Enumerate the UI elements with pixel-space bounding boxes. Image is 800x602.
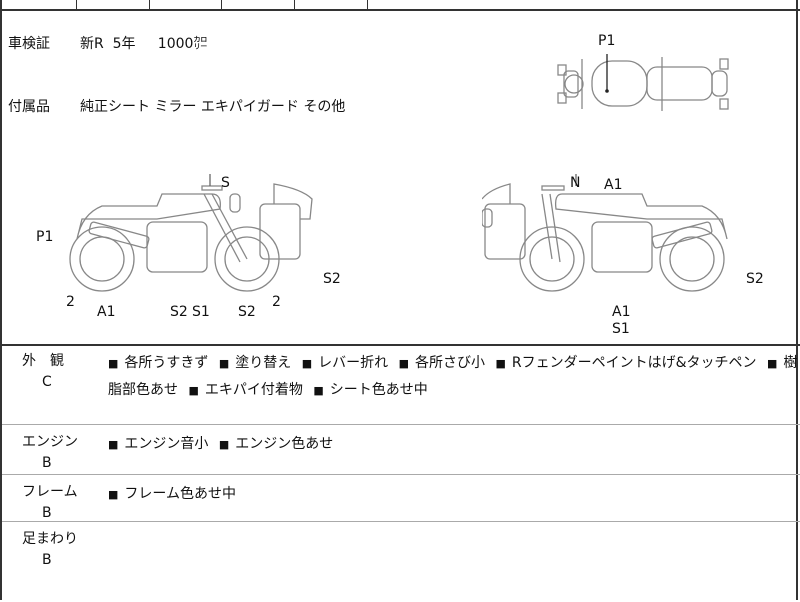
condition-note: 塗り替え [235, 355, 292, 371]
bike-top-view [557, 54, 729, 111]
inspection-value: 新R 5年 1000㌍ [80, 36, 208, 52]
condition-note: エンジン色あせ [235, 436, 334, 452]
condition-note: 各所うすきず [124, 355, 209, 371]
condition-note: 各所さび小 [414, 355, 485, 371]
diagram-section: 車検証 新R 5年 1000㌍ 付属品 純正シート ミラー エキパイガード その… [2, 9, 800, 346]
bullet-icon: ■ [188, 384, 199, 397]
bullet-icon: ■ [301, 357, 313, 370]
bullet-icon: ■ [108, 438, 119, 451]
section-suspension: 足まわり B [2, 522, 800, 602]
header-row-cut [2, 0, 800, 11]
section-frame: フレーム B ■ フレーム色あせ中 [2, 475, 800, 522]
label-2-front: 2 [272, 294, 281, 310]
condition-note: 樹脂部色あせ [108, 355, 798, 398]
label-2-rear: 2 [66, 294, 75, 310]
label-a1-tank: A1 [604, 177, 623, 193]
section-notes: ■ エンジン音小 ■ エンジン色あせ [108, 431, 798, 458]
section-notes: ■ 各所うすきず ■ 塗り替え ■ レバー折れ ■ 各所さび小 ■ Rフェンダーペイントは… [108, 350, 798, 404]
section-category: 足まわり [22, 531, 78, 547]
section-category: フレーム [22, 484, 78, 500]
condition-note: エンジン音小 [124, 436, 209, 452]
condition-note: Rフェンダーペイントはげ&タッチペン [511, 355, 757, 371]
accessories-value: 純正シート ミラー エキパイガード その他 [80, 99, 346, 115]
section-exterior: 外 観 C ■ 各所うすきず ■ 塗り替え ■ レバー折れ ■ 各所さび小 ■ Rフェンダ… [2, 344, 800, 425]
bullet-icon: ■ [495, 357, 506, 370]
bullet-icon: ■ [108, 357, 119, 370]
section-engine: エンジン B ■ エンジン音小 ■ エンジン色あせ [2, 425, 800, 475]
condition-note: エキパイ付着物 [204, 382, 303, 398]
section-category: 外 観 [22, 353, 64, 369]
label-n: N [570, 175, 581, 191]
bike-left-view [69, 174, 313, 292]
section-grade: B [42, 455, 52, 471]
label-s2-engine: S2 [170, 304, 188, 320]
label-s1: S1 [192, 304, 210, 320]
section-category: エンジン [22, 434, 78, 450]
label-s2-wheel: S2 [323, 271, 341, 287]
inspection-label: 車検証 [8, 36, 50, 52]
label-s2-fork: S2 [238, 304, 256, 320]
label-s1-engine: S1 [612, 321, 630, 337]
section-grade: B [42, 552, 52, 568]
label-s: S [221, 175, 230, 191]
section-notes: ■ フレーム色あせ中 [108, 481, 798, 508]
bullet-icon: ■ [766, 357, 778, 370]
accessories-label: 付属品 [8, 99, 50, 115]
section-grade: C [42, 374, 52, 390]
bullet-icon: ■ [218, 438, 230, 451]
bullet-icon: ■ [398, 357, 409, 370]
bike-right-view [482, 174, 728, 292]
bullet-icon: ■ [313, 384, 324, 397]
label-s2-right: S2 [746, 271, 764, 287]
bullet-icon: ■ [108, 488, 119, 501]
condition-note: レバー折れ [318, 355, 389, 371]
label-p1-top: P1 [598, 33, 616, 49]
section-grade: B [42, 505, 52, 521]
condition-note: フレーム色あせ中 [124, 486, 236, 502]
label-a1: A1 [97, 304, 116, 320]
bullet-icon: ■ [218, 357, 230, 370]
label-p1: P1 [36, 229, 54, 245]
label-a1-engine: A1 [612, 304, 631, 320]
condition-note: シート色あせ中 [329, 382, 428, 398]
